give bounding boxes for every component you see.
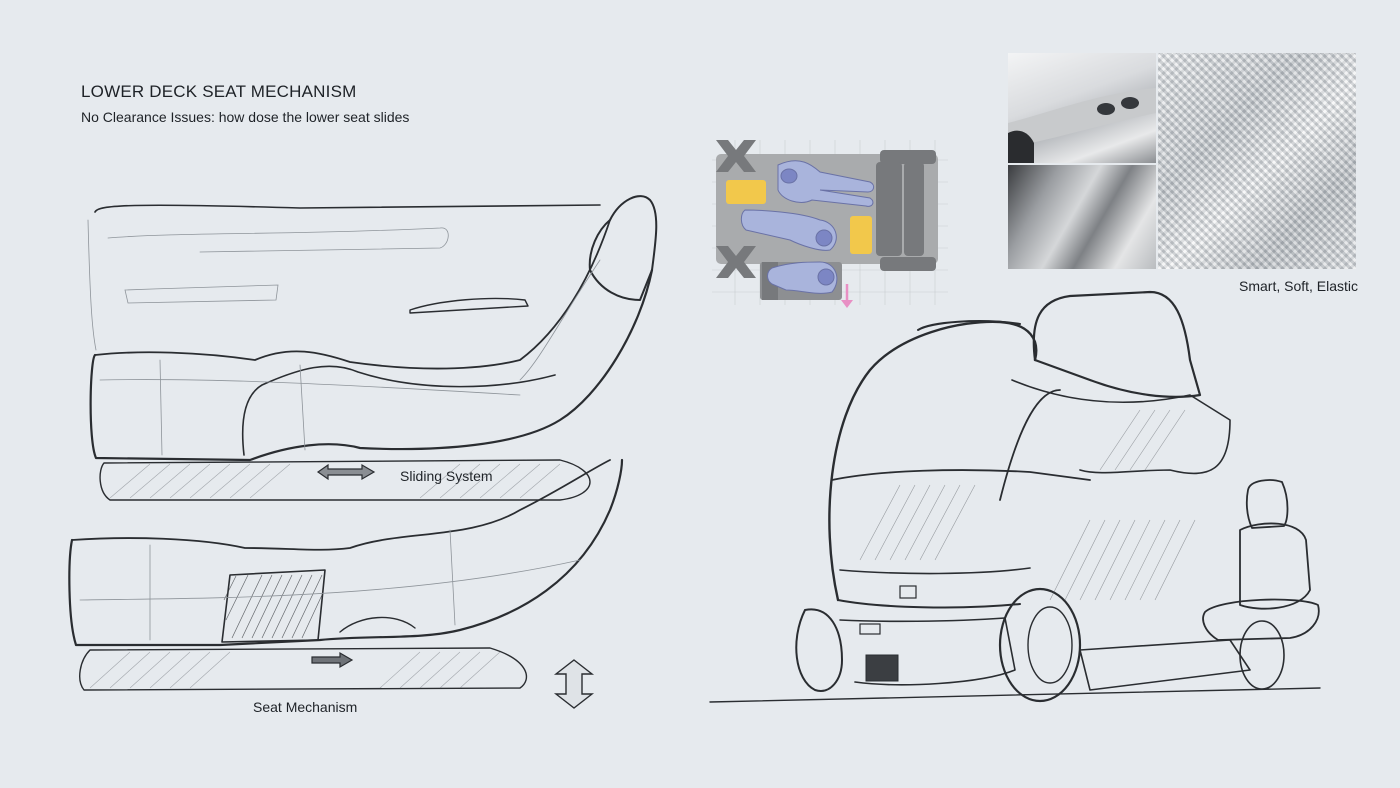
- caption-seat-mechanism: Seat Mechanism: [253, 699, 358, 715]
- upper-deck-outline: [87, 204, 601, 351]
- page-title: LOWER DECK SEAT MECHANISM: [81, 82, 357, 101]
- upper-seat-sketch: [89, 195, 658, 501]
- occupant-figures: [740, 160, 875, 294]
- material-photo-knit-texture: [1158, 53, 1356, 269]
- double-vertical-arrow-icon: [553, 659, 595, 709]
- material-photo-headlamp: [1008, 53, 1156, 163]
- caption-materials: Smart, Soft, Elastic: [1239, 278, 1359, 294]
- right-arrow-icon: [311, 651, 354, 669]
- page-subtitle: No Clearance Issues: how dose the lower …: [81, 109, 410, 125]
- material-photo-fabric-drape: [1008, 165, 1156, 269]
- lower-seat-sketch: [68, 458, 624, 691]
- down-arrow-icon: [841, 284, 853, 308]
- cross-mark-icon: [716, 140, 756, 278]
- double-horizontal-arrow-icon: [316, 463, 376, 481]
